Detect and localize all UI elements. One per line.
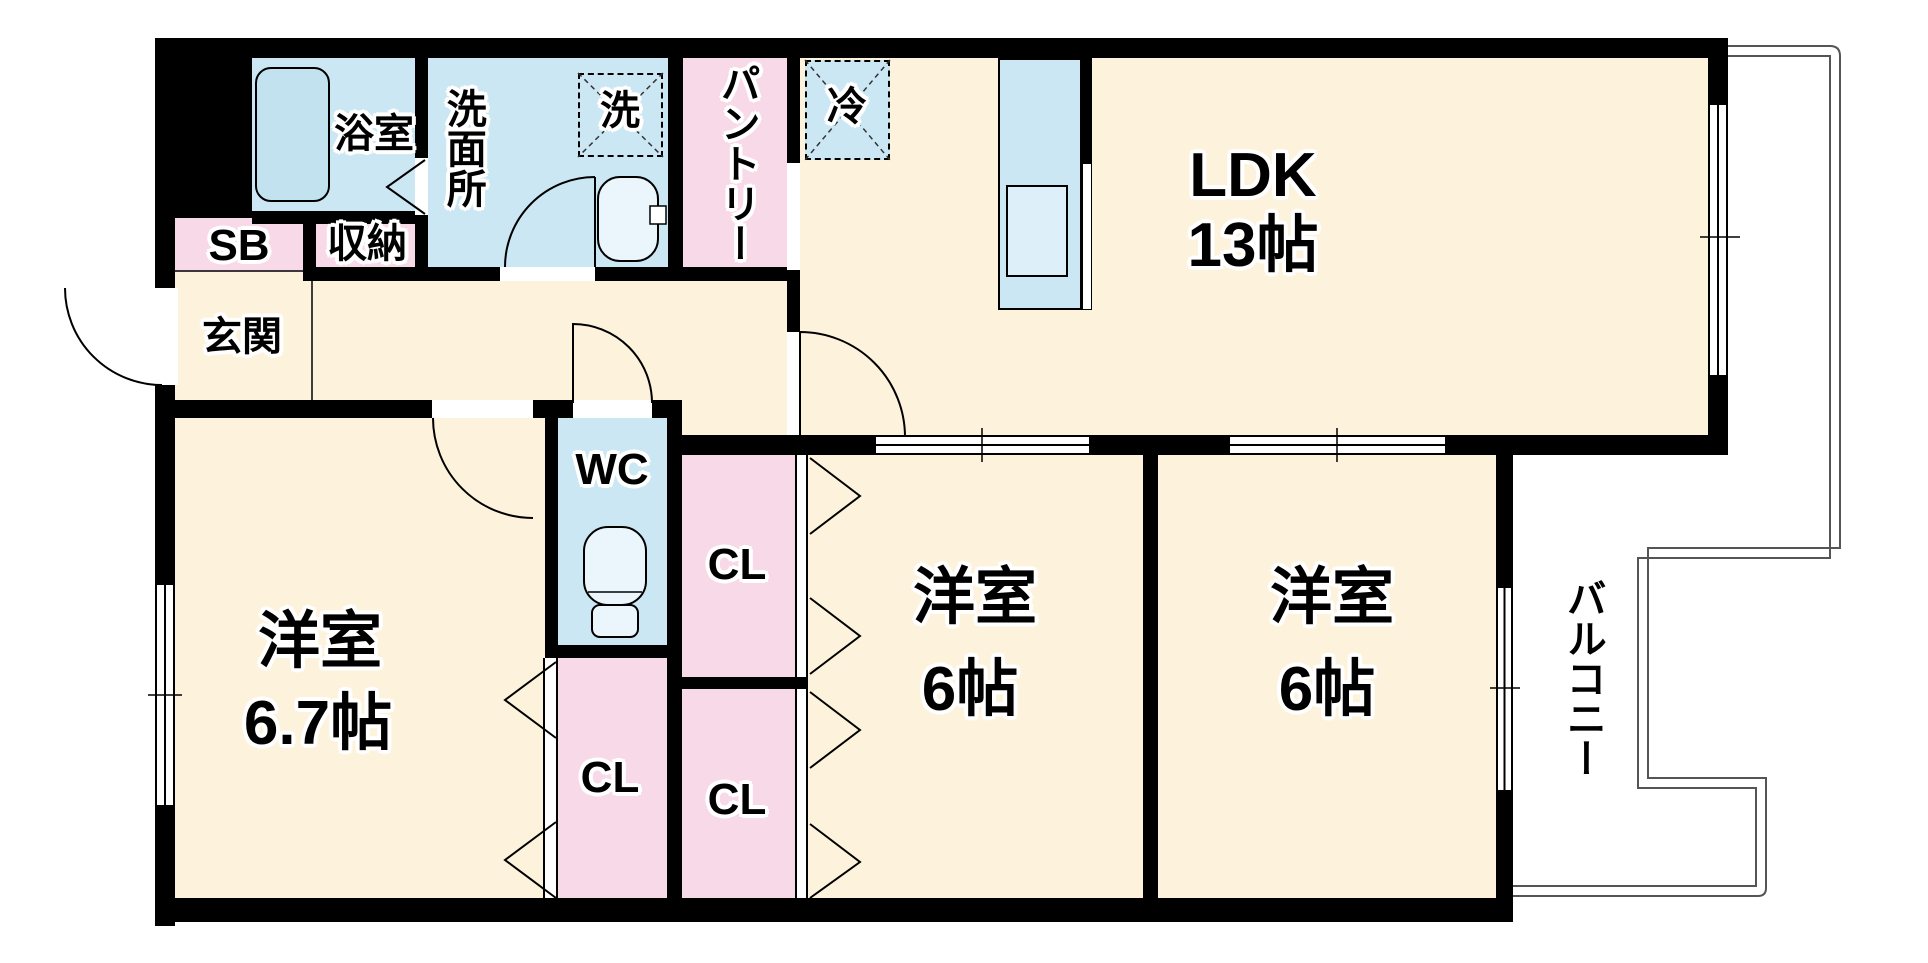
- sliding-door-ldk-bedroom-right: [1230, 435, 1445, 455]
- wall-segment: [682, 677, 808, 689]
- entrance-door-arc: [64, 287, 163, 386]
- wall-segment: [787, 58, 800, 163]
- kitchen-sink: [1006, 185, 1068, 277]
- wall-segment: [155, 385, 175, 585]
- closet-1: [558, 658, 667, 898]
- closet-2-label: CL: [707, 540, 767, 590]
- closet-1-door-track: [543, 658, 558, 898]
- wall-segment: [316, 267, 500, 281]
- wall-segment: [595, 267, 800, 281]
- wall-segment: [533, 400, 573, 418]
- wall-segment: [1708, 38, 1728, 105]
- wall-segment: [787, 270, 800, 332]
- wall-segment: [1445, 435, 1728, 455]
- window-bedroom-left: [155, 585, 175, 805]
- pantry-door-opening: [787, 163, 800, 270]
- wall-segment: [155, 38, 1728, 58]
- bedroom-left-size-label: 6.7帖: [243, 688, 393, 758]
- wall-segment: [1143, 455, 1158, 898]
- toilet-door-opening: [573, 400, 652, 418]
- wall-segment: [667, 435, 876, 455]
- bathtub: [255, 67, 330, 202]
- entrance-door-opening: [152, 288, 178, 385]
- storage-label: 収納: [327, 222, 407, 267]
- bedroom-left-door-opening: [432, 400, 533, 418]
- window-bedroom-right-balcony: [1496, 588, 1513, 790]
- hall-ldk-door-opening: [787, 332, 800, 435]
- closet-2-door-track: [795, 455, 808, 677]
- wall-segment: [545, 418, 558, 658]
- pantry: [683, 58, 787, 267]
- bedroom-middle-name-label: 洋室: [912, 562, 1038, 632]
- shoe-box: [175, 218, 303, 272]
- wall-segment: [155, 400, 432, 418]
- washroom-door-opening: [500, 267, 595, 281]
- bedroom-middle-size-label: 6帖: [921, 654, 1019, 724]
- wall-segment: [415, 58, 428, 158]
- refrigerator-label: 冷: [827, 85, 867, 130]
- entrance-label: 玄関: [202, 315, 282, 360]
- wall-segment: [1496, 790, 1513, 898]
- bedroom-right-name-label: 洋室: [1269, 562, 1395, 632]
- wall-segment: [303, 211, 316, 281]
- wall-segment: [155, 58, 175, 288]
- wall-segment: [667, 418, 682, 898]
- bedroom-left-name-label: 洋室: [257, 606, 383, 676]
- closet-3-label: CL: [707, 775, 767, 825]
- closet-3-door-track: [795, 689, 808, 898]
- closet-3: [682, 689, 795, 898]
- storage: [316, 224, 415, 267]
- wall-segment: [1496, 435, 1513, 588]
- bathroom-door-opening: [415, 158, 428, 215]
- window-ldk-balcony: [1708, 105, 1728, 375]
- pipe-space-block: [175, 58, 252, 218]
- shoe-box-label: SB: [208, 221, 270, 271]
- wall-segment: [415, 215, 428, 280]
- closet-2: [682, 455, 795, 677]
- bedroom-right-size-label: 6帖: [1278, 654, 1376, 724]
- wall-segment: [652, 400, 682, 418]
- washer-label: 洗: [600, 89, 640, 134]
- ldk-name-label: LDK: [1189, 140, 1317, 210]
- closet-1-label: CL: [580, 753, 640, 803]
- sliding-door-ldk-bedroom-middle: [876, 435, 1089, 455]
- wall-segment: [155, 898, 1513, 922]
- toilet-label: WC: [575, 445, 649, 495]
- wall-segment: [1089, 435, 1230, 455]
- kitchen-counter-side: [1082, 163, 1092, 310]
- pantry-label: パントリー: [714, 63, 759, 263]
- washroom-label: 洗面所: [440, 88, 485, 208]
- balcony-label: バルコニー: [1560, 578, 1605, 778]
- wall-segment: [545, 645, 682, 658]
- bathroom-label: 浴室: [334, 112, 414, 157]
- wall-segment: [155, 805, 175, 926]
- wall-segment: [668, 58, 683, 281]
- ldk-size-label: 13帖: [1187, 210, 1319, 280]
- wall-segment: [1082, 58, 1092, 163]
- wall-segment: [252, 211, 415, 224]
